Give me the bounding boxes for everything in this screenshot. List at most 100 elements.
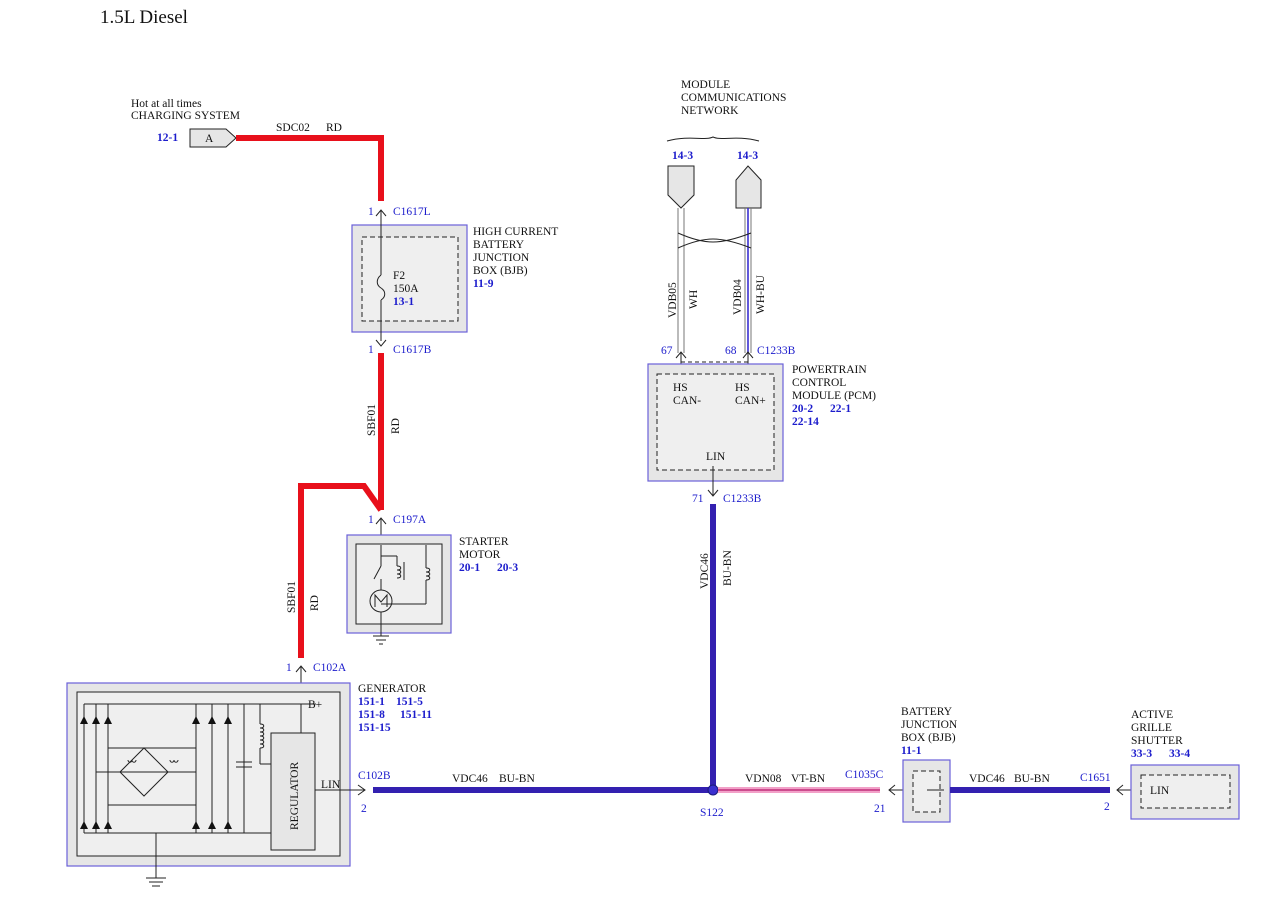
page-title: 1.5L Diesel <box>100 7 188 28</box>
wire-sbf01-upper-color: RD <box>390 418 402 434</box>
connector-c1233b-bottom[interactable]: C1233B <box>723 493 762 505</box>
generator-ref4[interactable]: 151-11 <box>400 709 432 721</box>
wire-sbf01-lower-color: RD <box>309 595 321 611</box>
pcm-inner <box>656 373 775 471</box>
network-terminal-left <box>667 165 695 209</box>
network-brace <box>666 136 760 142</box>
wire-sbf01-lower-circuit: SBF01 <box>286 581 298 613</box>
generator-lin: LIN <box>321 779 341 791</box>
wire-vdc46-gen-color: BU-BN <box>499 773 535 785</box>
connector-c102a[interactable]: C102A <box>313 662 347 674</box>
bjb-ref[interactable]: 11-1 <box>901 745 922 757</box>
charging-system-ref[interactable]: 12-1 <box>157 132 178 144</box>
connector-c1035c[interactable]: C1035C <box>845 769 884 781</box>
pcm-ref2[interactable]: 22-1 <box>830 403 851 415</box>
connector-c102b[interactable]: C102B <box>358 770 391 782</box>
grille-ref1[interactable]: 33-3 <box>1131 748 1152 760</box>
connector-c1233b-top[interactable]: C1233B <box>757 345 796 357</box>
network-ref-right[interactable]: 14-3 <box>737 150 758 162</box>
connector-c1617l-arrow <box>375 209 387 224</box>
grille-inner <box>1140 774 1231 809</box>
connector-c197a[interactable]: C197A <box>393 514 427 526</box>
wire-vdb05-circuit: VDB05 <box>667 282 679 318</box>
network-line3: NETWORK <box>681 105 739 117</box>
grille-lin: LIN <box>1150 785 1170 797</box>
connector-c1617b-arrow <box>375 339 387 347</box>
bjb-line1: BATTERY <box>901 706 953 718</box>
bjb-high-line2: BATTERY <box>473 239 525 251</box>
regulator-box <box>270 732 316 851</box>
bjb-high-line1: HIGH CURRENT <box>473 226 558 238</box>
bjb-high-line4: BOX (BJB) <box>473 265 528 277</box>
generator-circuit-icon <box>83 703 316 887</box>
fuse-f2-icon <box>376 274 386 301</box>
generator-right-pin: 2 <box>361 803 367 815</box>
connector-c1651[interactable]: C1651 <box>1080 772 1111 784</box>
network-ref-left[interactable]: 14-3 <box>672 150 693 162</box>
wire-sdc02-color: RD <box>326 122 342 134</box>
pcm-bottom-pin: 71 <box>692 493 704 505</box>
generator-ref5[interactable]: 151-15 <box>358 722 391 734</box>
generator-ref3[interactable]: 151-8 <box>358 709 385 721</box>
charging-system-line1: Hot at all times <box>131 98 202 110</box>
charging-system-terminal: A <box>205 133 214 145</box>
pcm-ref1[interactable]: 20-2 <box>792 403 813 415</box>
pcm-line2: CONTROL <box>792 377 846 389</box>
wire-vdc46-vertical-circuit: VDC46 <box>699 553 711 589</box>
wire-vdc46-grille-circuit: VDC46 <box>969 773 1005 785</box>
regulator-label: REGULATOR <box>289 762 301 830</box>
pcm-pin-left: 67 <box>661 345 673 357</box>
grille-ref2[interactable]: 33-4 <box>1169 748 1190 760</box>
bjb-line2: JUNCTION <box>901 719 958 731</box>
pcm-hs-left-1: HS <box>673 382 688 394</box>
fuse-f2-name: F2 <box>393 270 405 282</box>
wire-vdb04-circuit: VDB04 <box>732 279 744 315</box>
generator-ref1[interactable]: 151-1 <box>358 696 385 708</box>
connector-c102b-arrow <box>357 784 366 796</box>
starter-ref2[interactable]: 20-3 <box>497 562 518 574</box>
pcm-pin71-arrow <box>707 489 719 497</box>
twisted-pair-icon <box>677 232 752 249</box>
bjb-high-top-pin: 1 <box>368 206 374 218</box>
wire-sbf01-lower <box>298 483 384 658</box>
charging-system-line2: CHARGING SYSTEM <box>131 110 240 122</box>
generator-ref2[interactable]: 151-5 <box>396 696 423 708</box>
splice-s122[interactable] <box>707 784 719 796</box>
wire-vdc46-vertical-color: BU-BN <box>722 550 734 586</box>
connector-c1617b[interactable]: C1617B <box>393 344 432 356</box>
splice-s122-label: S122 <box>700 807 724 819</box>
charging-system-terminal-shape <box>189 128 237 148</box>
wire-vdn08-pin: 21 <box>874 803 886 815</box>
wire-vdc46-grille-color: BU-BN <box>1014 773 1050 785</box>
pcm-ref3[interactable]: 22-14 <box>792 416 819 428</box>
bjb-high-inner <box>361 236 459 322</box>
starter-line2: MOTOR <box>459 549 501 561</box>
pcm-hs-right-2: CAN+ <box>735 395 766 407</box>
starter-line1: STARTER <box>459 536 509 548</box>
bjb-high-ref[interactable]: 11-9 <box>473 278 494 290</box>
fuse-f2-rating: 150A <box>393 283 419 295</box>
wire-vdn08-color: VT-BN <box>791 773 826 785</box>
pcm-hs-left-2: CAN- <box>673 395 701 407</box>
wire-vdn08 <box>718 787 880 793</box>
wire-sdc02-circuit: SDC02 <box>276 122 310 134</box>
wire-vdn08-circuit: VDN08 <box>745 773 782 785</box>
pcm-pin-right: 68 <box>725 345 737 357</box>
connector-c1617l[interactable]: C1617L <box>393 206 431 218</box>
grille-line3: SHUTTER <box>1131 735 1183 747</box>
starter-motor-icon <box>369 545 431 645</box>
starter-ref1[interactable]: 20-1 <box>459 562 480 574</box>
fuse-f2-ref[interactable]: 13-1 <box>393 296 414 308</box>
bjb-high-line3: JUNCTION <box>473 252 530 264</box>
pcm-lin: LIN <box>706 451 726 463</box>
wire-sdc02 <box>236 135 384 201</box>
starter-pin: 1 <box>368 514 374 526</box>
wire-vdc46-grille-pin: 2 <box>1104 801 1110 813</box>
wire-vdc46-gen-circuit: VDC46 <box>452 773 488 785</box>
bjb-line3: BOX (BJB) <box>901 732 956 744</box>
starter-inner <box>355 543 443 625</box>
grille-line2: GRILLE <box>1131 722 1172 734</box>
network-line1: MODULE <box>681 79 730 91</box>
network-terminal-right <box>735 165 762 209</box>
